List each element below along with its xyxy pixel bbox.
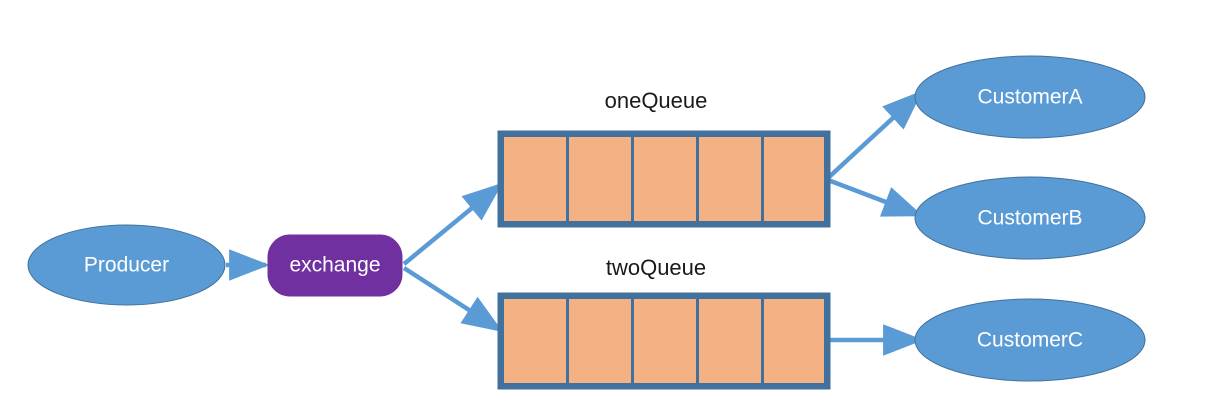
arrow-onequeue-to-customera xyxy=(826,90,923,180)
twoqueue-cell[interactable] xyxy=(631,296,699,386)
twoqueue-cell[interactable] xyxy=(566,296,634,386)
customera-ellipse[interactable] xyxy=(914,55,1146,139)
onequeue-title: oneQueue xyxy=(605,88,708,113)
onequeue-cell[interactable] xyxy=(696,134,764,224)
onequeue-cell[interactable] xyxy=(501,134,569,224)
exchange-label: exchange xyxy=(289,254,380,277)
queue-onequeue[interactable]: oneQueue xyxy=(497,88,831,228)
customera-label: CustomerA xyxy=(977,86,1082,109)
onequeue-cell[interactable] xyxy=(761,134,827,224)
node-customer-c[interactable]: CustomerC xyxy=(914,298,1146,382)
node-producer[interactable]: Producer xyxy=(27,224,226,306)
twoqueue-cell[interactable] xyxy=(761,296,827,386)
customerc-ellipse[interactable] xyxy=(914,298,1146,382)
node-customer-a[interactable]: CustomerA xyxy=(914,55,1146,139)
twoqueue-cell[interactable] xyxy=(696,296,764,386)
customerb-ellipse[interactable] xyxy=(914,176,1146,260)
arrow-onequeue-to-customerb xyxy=(827,177,924,218)
twoqueue-title: twoQueue xyxy=(606,255,706,280)
exchange-rect[interactable] xyxy=(267,234,403,297)
onequeue-cell[interactable] xyxy=(566,134,634,224)
node-exchange[interactable]: exchange xyxy=(267,234,403,297)
twoqueue-cell[interactable] xyxy=(501,296,569,386)
connector-group xyxy=(226,90,924,356)
producer-ellipse[interactable] xyxy=(27,224,226,306)
onequeue-cell[interactable] xyxy=(631,134,699,224)
arrow-exchange-to-twoqueue xyxy=(402,266,504,332)
arrow-exchange-to-onequeue xyxy=(402,182,503,266)
queue-twoqueue[interactable]: twoQueue xyxy=(497,255,831,390)
customerc-label: CustomerC xyxy=(977,329,1083,352)
node-customer-b[interactable]: CustomerB xyxy=(914,176,1146,260)
customerb-label: CustomerB xyxy=(977,207,1082,230)
producer-label: Producer xyxy=(84,254,169,277)
